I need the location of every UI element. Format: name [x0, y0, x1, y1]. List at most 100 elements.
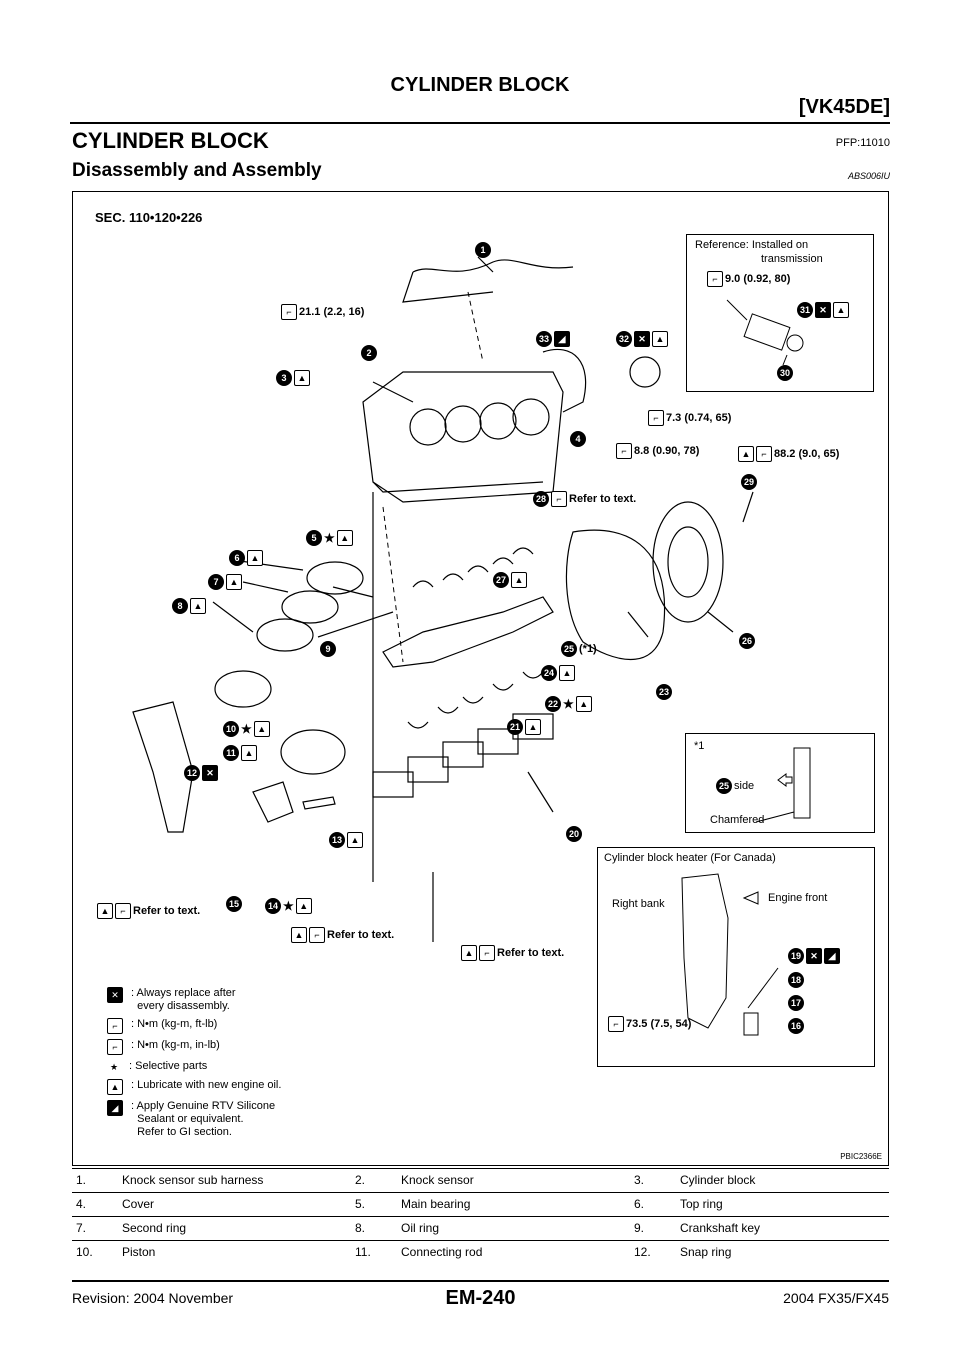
callout-3: 3▲	[276, 370, 310, 386]
lubricate-icon: ▲	[525, 719, 541, 735]
table-row: 1.Knock sensor sub harness 2.Knock senso…	[72, 1168, 889, 1193]
callout-27: 27▲	[493, 572, 527, 588]
callout-13: 13▲	[329, 832, 363, 848]
lubricate-icon: ▲	[253, 721, 270, 737]
exploded-view-drawing	[132, 256, 754, 942]
torque-callout-88-2: ▲⌐88.2 (9.0, 65)	[738, 446, 839, 462]
knock-sensor-drawing	[726, 299, 804, 366]
page-number: EM-240	[445, 1287, 516, 1309]
callout-10: 10★▲	[223, 721, 270, 737]
torque-callout-73-5: ⌐73.5 (7.5, 54)	[608, 1016, 691, 1032]
table-row: 4.Cover 5.Main bearing 6.Top ring	[72, 1192, 889, 1217]
lubricate-icon: ▲	[291, 927, 307, 943]
legend-row-torque-inlb: ⌐: N•m (kg-m, in-lb)	[107, 1039, 407, 1055]
lubricate-icon: ▲	[241, 745, 257, 761]
selective-icon: ★	[563, 697, 574, 711]
callout-7: 7▲	[208, 574, 242, 590]
table-row: 10.Piston 11.Connecting rod 12.Snap ring	[72, 1240, 889, 1264]
torque-inlb-icon: ⌐	[616, 443, 632, 459]
lubricate-icon: ▲	[461, 945, 477, 961]
callout-14: 14★▲	[265, 898, 312, 914]
callout-16: 16	[788, 1018, 804, 1034]
callout-32: 32✕▲	[616, 331, 668, 347]
heater-drawing	[681, 873, 779, 1036]
callout-11: 11▲	[223, 745, 257, 761]
lubricate-icon: ▲	[559, 665, 575, 681]
callout-20: 20	[566, 826, 582, 842]
lubricate-icon: ▲	[652, 331, 668, 347]
callout-31: 31✕▲	[797, 302, 849, 318]
torque-ftlb-icon: ⌐	[551, 491, 567, 507]
header-rule	[70, 122, 890, 124]
transmission-reference-box: Reference: Installed on transmission ⌐9.…	[686, 234, 874, 392]
model-label: 2004 FX35/FX45	[783, 1290, 889, 1306]
lubricate-icon: ▲	[247, 550, 263, 566]
torque-ftlb-icon: ⌐	[281, 304, 297, 320]
selective-icon: ★	[324, 531, 335, 545]
chamfer-drawing	[755, 747, 811, 823]
torque-callout-9-0: ⌐9.0 (0.92, 80)	[707, 271, 790, 287]
callout-17: 17	[788, 995, 804, 1011]
lubricate-icon: ▲	[336, 530, 353, 546]
replace-icon: ✕	[107, 987, 123, 1003]
chamfered-label: Chamfered	[710, 814, 765, 826]
heater-box-title: Cylinder block heater (For Canada)	[604, 852, 776, 864]
torque-callout-7-3: ⌐7.3 (0.74, 65)	[648, 410, 731, 426]
refer-callout-right: ▲⌐Refer to text.	[461, 945, 564, 961]
lubricate-icon: ▲	[738, 446, 754, 462]
callout-9: 9	[320, 641, 336, 657]
sec-label: SEC. 110•120•226	[95, 210, 203, 225]
sealant-icon: ◢	[824, 948, 840, 964]
section-code: PFP:11010	[835, 137, 890, 149]
callout-18: 18	[788, 972, 804, 988]
selective-icon: ★	[107, 1060, 121, 1074]
callout-2: 2	[361, 345, 377, 361]
legend-row-torque-ftlb: ⌐: N•m (kg-m, ft-lb)	[107, 1018, 407, 1034]
callout-1: 1	[475, 242, 491, 258]
lubricate-icon: ▲	[97, 903, 113, 919]
block-heater-box: Cylinder block heater (For Canada) Right…	[597, 847, 875, 1067]
lubricate-icon: ▲	[226, 574, 242, 590]
engine-front-label: Engine front	[768, 892, 828, 904]
lubricate-icon: ▲	[511, 572, 527, 588]
callout-4: 4	[570, 431, 586, 447]
selective-icon: ★	[241, 722, 252, 736]
callout-29: 29	[741, 474, 757, 490]
lubricate-icon: ▲	[833, 302, 849, 318]
torque-ftlb-icon: ⌐	[756, 446, 772, 462]
callout-26: 26	[739, 633, 755, 649]
torque-callout-8-8: ⌐8.8 (0.90, 78)	[616, 443, 699, 459]
selective-icon: ★	[283, 899, 294, 913]
callout-8: 8▲	[172, 598, 206, 614]
replace-icon: ✕	[806, 948, 822, 964]
torque-ftlb-icon: ⌐	[115, 903, 131, 919]
callout-28: 28⌐Refer to text.	[533, 491, 636, 507]
torque-ftlb-icon: ⌐	[479, 945, 495, 961]
callout-12: 12✕	[184, 765, 218, 781]
callout-21: 21▲	[507, 719, 541, 735]
legend-row-sealant: ◢: Apply Genuine RTV Silicone Sealant or…	[107, 1100, 407, 1139]
subsection-code: ABS006IU	[847, 171, 890, 181]
parts-list-table: 1.Knock sensor sub harness 2.Knock senso…	[72, 1168, 889, 1264]
sealant-icon: ◢	[554, 331, 570, 347]
replace-icon: ✕	[634, 331, 650, 347]
replace-icon: ✕	[202, 765, 218, 781]
refer-callout-mid: ▲⌐Refer to text.	[291, 927, 394, 943]
torque-inlb-icon: ⌐	[648, 410, 664, 426]
torque-callout-21: ⌐21.1 (2.2, 16)	[281, 304, 364, 320]
replace-icon: ✕	[815, 302, 831, 318]
legend-row-lubricate: ▲: Lubricate with new engine oil.	[107, 1079, 407, 1095]
torque-ftlb-icon: ⌐	[309, 927, 325, 943]
ref-box-line1: Reference: Installed on	[695, 239, 809, 251]
legend-row-replace: ✕: Always replace after every disassembl…	[107, 987, 407, 1013]
note-star: *1	[694, 740, 705, 752]
lubricate-icon: ▲	[575, 696, 592, 712]
callout-33: 33◢	[536, 331, 570, 347]
callout-24: 24▲	[541, 665, 575, 681]
callout-23: 23	[656, 684, 672, 700]
exploded-view-figure: SEC. 110•120•226 1 ⌐21.1 (2.2, 16) 2 3▲ …	[72, 191, 889, 1166]
subsection-title: Disassembly and Assembly	[72, 160, 322, 181]
legend-row-selective: ★: Selective parts	[107, 1060, 407, 1074]
lubricate-icon: ▲	[295, 898, 312, 914]
